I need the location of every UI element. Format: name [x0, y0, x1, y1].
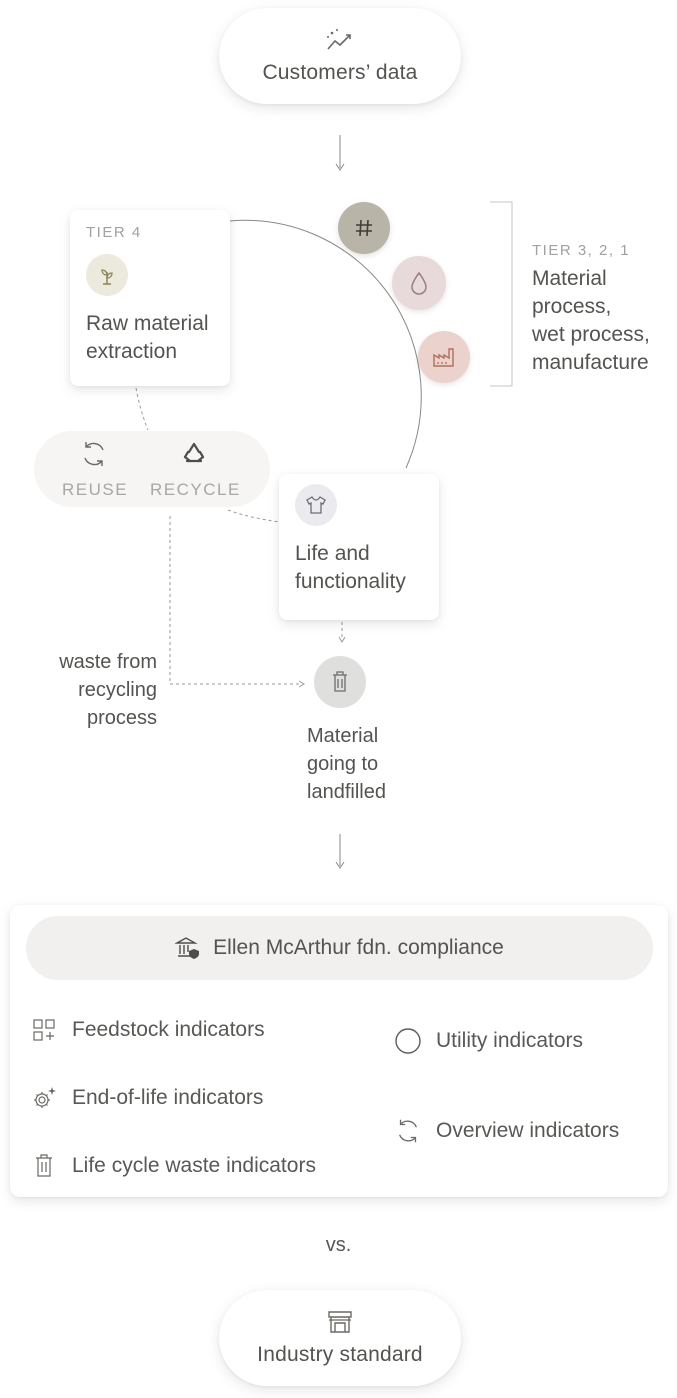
feedstock-indicator: Feedstock indicators [30, 1016, 265, 1044]
tier4-title: Raw material extraction [86, 312, 209, 363]
waste-text: waste from recycling process [59, 651, 157, 729]
factory-icon [418, 331, 470, 383]
customers-data-node: Customers’ data [219, 8, 461, 104]
recycle-icon [179, 439, 209, 469]
compliance-card: Ellen McArthur fdn. compliance Feedstock… [10, 905, 668, 1197]
end-of-life-indicator-label: End-of-life indicators [72, 1086, 264, 1109]
end-of-life-indicator: End-of-life indicators [30, 1084, 263, 1112]
compliance-header: Ellen McArthur fdn. compliance [26, 916, 653, 980]
industry-standard-node: Industry standard [219, 1290, 461, 1386]
gear-sparkle-icon [30, 1084, 58, 1112]
life-title: Life and functionality [295, 542, 406, 593]
tier321-title: Material process, wet process, manufactu… [532, 267, 650, 374]
utility-indicator-label: Utility indicators [436, 1029, 584, 1052]
overview-indicator: Overview indicators [394, 1117, 619, 1145]
overview-indicator-label: Overview indicators [436, 1119, 620, 1142]
recycle-label: RECYCLE [150, 480, 241, 499]
droplet-icon [392, 256, 446, 310]
recycle-item: RECYCLE [150, 439, 241, 500]
life-cycle-waste-indicator: Life cycle waste indicators [30, 1152, 316, 1180]
utility-indicator: Utility indicators [394, 1027, 583, 1055]
feedstock-indicator-label: Feedstock indicators [72, 1018, 265, 1041]
customers-data-label: Customers’ data [262, 61, 418, 84]
store-icon [326, 1309, 354, 1335]
hash-icon [338, 202, 390, 254]
landfill-text: Material going to landfilled [307, 725, 386, 803]
sprout-icon [86, 254, 128, 296]
sparkle-chart-icon [324, 27, 356, 53]
tier4-card: TIER 4 Raw material extraction [70, 210, 230, 386]
tier321-text: TIER 3, 2, 1 Material process, wet proce… [532, 242, 650, 377]
trash-icon [30, 1152, 58, 1180]
reuse-label: REUSE [62, 480, 129, 499]
grid-plus-icon [30, 1016, 58, 1044]
reuse-recycle-group: REUSE RECYCLE [34, 431, 270, 507]
life-cycle-waste-indicator-label: Life cycle waste indicators [72, 1154, 316, 1177]
bank-shield-icon [175, 936, 201, 960]
tier321-label: TIER 3, 2, 1 [532, 242, 631, 259]
tier4-label: TIER 4 [86, 224, 142, 241]
industry-standard-label: Industry standard [257, 1343, 423, 1366]
refresh-icon [79, 439, 109, 469]
circle-icon [394, 1027, 422, 1055]
reuse-item: REUSE [62, 439, 129, 500]
trash-icon [314, 656, 366, 708]
compliance-title: Ellen McArthur fdn. compliance [213, 936, 504, 959]
refresh-icon [394, 1117, 422, 1145]
life-card: Life and functionality [279, 474, 439, 620]
tshirt-icon [295, 484, 337, 526]
vs-label: vs. [325, 1234, 352, 1256]
